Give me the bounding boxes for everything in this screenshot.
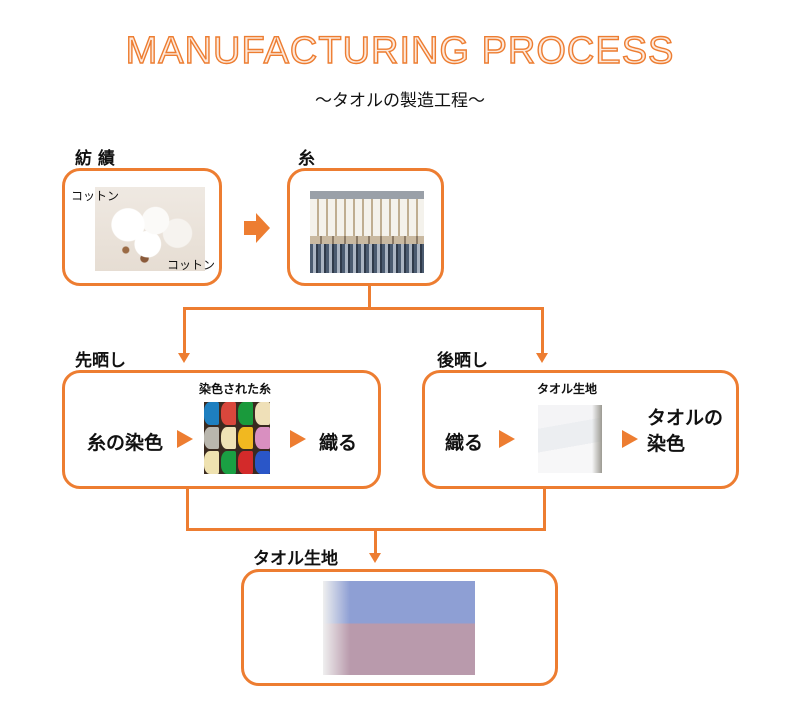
- yarn-cone: [221, 426, 236, 450]
- yarn-box: [287, 168, 444, 286]
- yarn-cone: [204, 402, 219, 425]
- arrow-down-icon: [369, 553, 381, 563]
- spinning-box: コットン コットン: [62, 168, 222, 286]
- spinning-machine-image: [310, 191, 424, 273]
- step-towel-dyeing: タオルの 染色: [647, 405, 723, 457]
- step-towel-dyeing-line1: タオルの: [647, 407, 724, 429]
- cotton-caption-top: コットン: [71, 189, 120, 203]
- step-towel-dyeing-line2: 染色: [647, 433, 686, 455]
- arrow-down-icon: [178, 353, 190, 363]
- triangle-right-icon: [177, 430, 193, 448]
- yarn-cone: [255, 451, 270, 474]
- connector-line: [186, 488, 189, 531]
- towel-fabric-caption: タオル生地: [537, 382, 598, 396]
- yarn-cone: [204, 451, 219, 474]
- step-weaving: 織る: [319, 432, 358, 454]
- yarn-cone: [221, 451, 236, 474]
- triangle-right-icon: [622, 430, 638, 448]
- cotton-caption-bottom: コットン: [167, 258, 216, 272]
- stage-label-yarn: 糸: [298, 149, 315, 169]
- folded-towels-image: [323, 581, 475, 675]
- post-dyeing-box: 織る タオル生地 タオルの 染色: [422, 370, 739, 489]
- stage-label-post-dyeing: 後晒し: [437, 351, 488, 371]
- page-subtitle: 〜タオルの製造工程〜: [315, 91, 485, 111]
- yarn-cone: [255, 402, 270, 425]
- towel-fabric-box: [241, 569, 558, 686]
- pre-dyeing-box: 糸の染色 染色された糸 織る: [62, 370, 381, 489]
- yarn-cone: [221, 402, 236, 425]
- dyed-yarn-caption: 染色された糸: [199, 382, 272, 396]
- stage-label-towel-fabric: タオル生地: [253, 549, 338, 569]
- step-yarn-dyeing: 糸の染色: [87, 432, 164, 454]
- white-towel-image: [538, 405, 602, 473]
- connector-line: [183, 307, 544, 310]
- yarn-cone: [238, 426, 253, 450]
- connector-line: [541, 307, 544, 354]
- step-weaving: 織る: [445, 432, 484, 454]
- yarn-cone: [238, 451, 253, 474]
- connector-line: [183, 307, 186, 354]
- yarn-cone: [255, 426, 270, 450]
- arrow-right-icon: [244, 213, 270, 247]
- connector-line: [543, 488, 546, 531]
- triangle-right-icon: [499, 430, 515, 448]
- arrow-down-icon: [536, 353, 548, 363]
- connector-line: [368, 285, 371, 309]
- stage-label-pre-dyeing: 先晒し: [75, 351, 126, 371]
- connector-line: [186, 528, 546, 531]
- page-title: MANUFACTURING PROCESS: [125, 29, 675, 72]
- triangle-right-icon: [290, 430, 306, 448]
- cotton-image: [95, 187, 205, 271]
- dyed-yarn-image: [204, 402, 270, 474]
- stage-label-spinning: 紡 績: [75, 149, 115, 169]
- connector-line: [374, 528, 377, 554]
- yarn-cone: [238, 402, 253, 425]
- yarn-cone: [204, 426, 219, 450]
